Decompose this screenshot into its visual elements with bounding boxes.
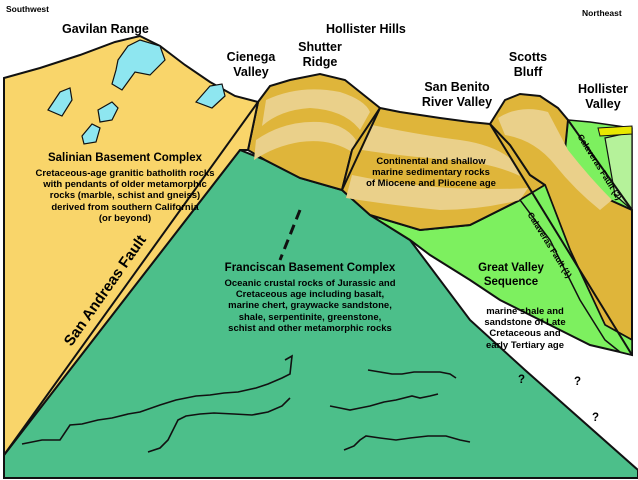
hollister-hills-label: Hollister Hills xyxy=(326,22,406,37)
southwest-label: Southwest xyxy=(6,4,49,14)
unknown-mark-1: ? xyxy=(518,374,525,388)
san-benito-river-valley-label: San Benito River Valley xyxy=(412,80,502,110)
salinian-description: Cretaceous-age granitic batholith rocks … xyxy=(16,168,234,224)
cienega-valley-label: Cienega Valley xyxy=(216,50,286,80)
hollister-valley-label: Hollister Valley xyxy=(572,82,634,112)
shutter-ridge-label: Shutter Ridge xyxy=(284,40,356,70)
great-valley-description: marine shale and sandstone of Late Creta… xyxy=(470,306,580,351)
franciscan-description: Oceanic crustal rocks of Jurassic and Cr… xyxy=(208,278,412,334)
unknown-mark-2: ? xyxy=(574,376,581,390)
northeast-label: Northeast xyxy=(582,8,622,18)
scotts-bluff-label: Scotts Bluff xyxy=(498,50,558,80)
unknown-mark-3: ? xyxy=(592,412,599,426)
continental-sediments-description: Continental and shallow marine sedimenta… xyxy=(356,156,506,190)
surface-cap xyxy=(598,126,632,136)
gavilan-range-label: Gavilan Range xyxy=(62,22,149,37)
great-valley-title: Great Valley Sequence xyxy=(466,262,556,289)
franciscan-title: Franciscan Basement Complex xyxy=(210,262,410,276)
salinian-title: Salinian Basement Complex xyxy=(20,152,230,166)
